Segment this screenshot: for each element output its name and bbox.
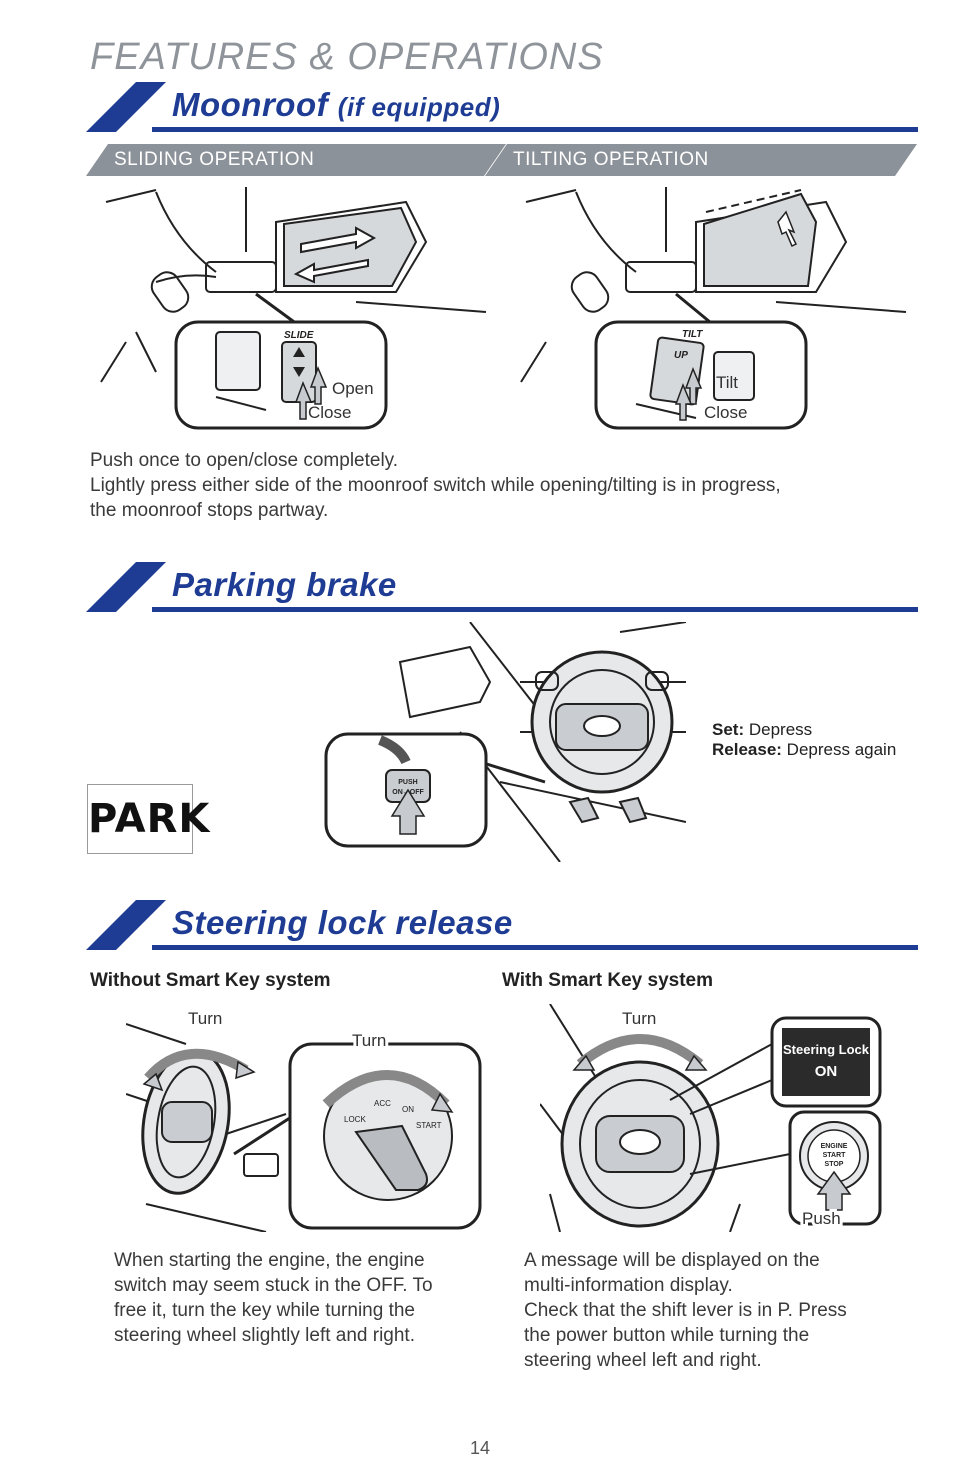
with-smart-key-description: A message will be displayed on the multi… — [524, 1248, 920, 1373]
set-text: Depress — [748, 720, 813, 739]
moonroof-description: Push once to open/close completely. Ligh… — [90, 448, 920, 523]
steering-lock-title: Steering lock release — [172, 904, 513, 941]
moonroof-desc-line: the moonroof stops partway. — [90, 500, 329, 521]
key-turn-label: Turn — [352, 1031, 386, 1050]
desc-line: switch may seem stuck in the OFF. To — [114, 1275, 433, 1296]
parking-brake-section-header: Parking brake — [86, 562, 918, 612]
set-label: Set: — [712, 720, 745, 739]
desc-line: steering wheel left and right. — [524, 1350, 762, 1371]
without-smart-key-heading: Without Smart Key system — [90, 970, 331, 991]
release-text: Depress again — [786, 740, 897, 759]
section-band — [86, 562, 166, 612]
desc-line: free it, turn the key while turning the — [114, 1300, 415, 1321]
tilt-switch-label: TILT — [682, 329, 703, 340]
tilt-close-label: Close — [704, 403, 747, 422]
steering-lock-section-header: Steering lock release — [86, 900, 918, 950]
slide-close-label: Close — [308, 403, 351, 422]
sliding-moonroof-illustration: SLIDE Open Close — [100, 187, 487, 430]
slide-open-label: Open — [332, 379, 374, 398]
wheel-turn-label: Turn — [188, 1009, 222, 1028]
button-line-1: ENGINE — [821, 1143, 848, 1150]
section-rule — [152, 607, 918, 612]
moonroof-section-header: Moonroof (if equipped) — [86, 82, 918, 132]
desc-line: steering wheel slightly left and right. — [114, 1325, 415, 1346]
moonroof-title-text: Moonroof — [172, 86, 329, 123]
without-smart-key-description: When starting the engine, the engine swi… — [114, 1248, 494, 1348]
moonroof-desc-line: Push once to open/close completely. — [90, 450, 399, 471]
key-pos-start: START — [416, 1121, 442, 1130]
tilting-moonroof-illustration: TILT UP Tilt Close — [520, 187, 907, 430]
section-band — [86, 900, 166, 950]
desc-line: When starting the engine, the engine — [114, 1250, 425, 1271]
park-indicator: PARK — [87, 784, 209, 854]
desc-line: Check that the shift lever is in P. Pres… — [524, 1300, 847, 1321]
parking-brake-instructions: Set: Depress Release: Depress again — [712, 720, 896, 760]
button-line-2: START — [823, 1152, 847, 1159]
key-pos-lock: LOCK — [344, 1115, 366, 1124]
moonroof-desc-line: Lightly press either side of the moonroo… — [90, 475, 781, 496]
moonroof-title: Moonroof (if equipped) — [172, 86, 500, 124]
section-band — [86, 82, 166, 132]
parking-brake-title: Parking brake — [172, 566, 397, 603]
tilt-up-label: UP — [674, 350, 688, 361]
button-line-3: STOP — [825, 1161, 844, 1168]
wheel-turn-label: Turn — [622, 1009, 656, 1028]
key-ignition-illustration: Turn Turn LOCK ACC ON START — [126, 1009, 482, 1232]
sliding-operation-label: SLIDING OPERATION — [86, 144, 506, 176]
desc-line: the power button while turning the — [524, 1325, 810, 1346]
desc-line: multi-information display. — [524, 1275, 733, 1296]
key-pos-on: ON — [402, 1105, 414, 1114]
section-rule — [152, 127, 918, 132]
slide-switch-label: SLIDE — [284, 330, 314, 341]
with-smart-key-heading: With Smart Key system — [502, 970, 714, 991]
moonroof-title-suffix: (if equipped) — [337, 92, 501, 122]
section-rule — [152, 945, 918, 950]
release-label: Release: — [712, 740, 782, 759]
desc-line: A message will be displayed on the — [524, 1250, 820, 1271]
display-line-1: Steering Lock — [783, 1042, 870, 1057]
display-line-2: ON — [815, 1063, 838, 1080]
pedal-push-text: PUSH — [398, 779, 417, 786]
smart-key-illustration: Turn Steering Lock ON ENGINE START STOP … — [540, 1004, 882, 1232]
push-label: Push — [802, 1209, 841, 1228]
page-number: 14 — [469, 1438, 491, 1458]
tilting-operation-label: TILTING OPERATION — [485, 144, 917, 176]
parking-brake-illustration: PUSH ON↔OFF — [324, 622, 686, 862]
tilt-tilt-label: Tilt — [716, 373, 738, 392]
key-pos-acc: ACC — [374, 1099, 391, 1108]
page-header: FEATURES & OPERATIONS — [90, 36, 604, 78]
